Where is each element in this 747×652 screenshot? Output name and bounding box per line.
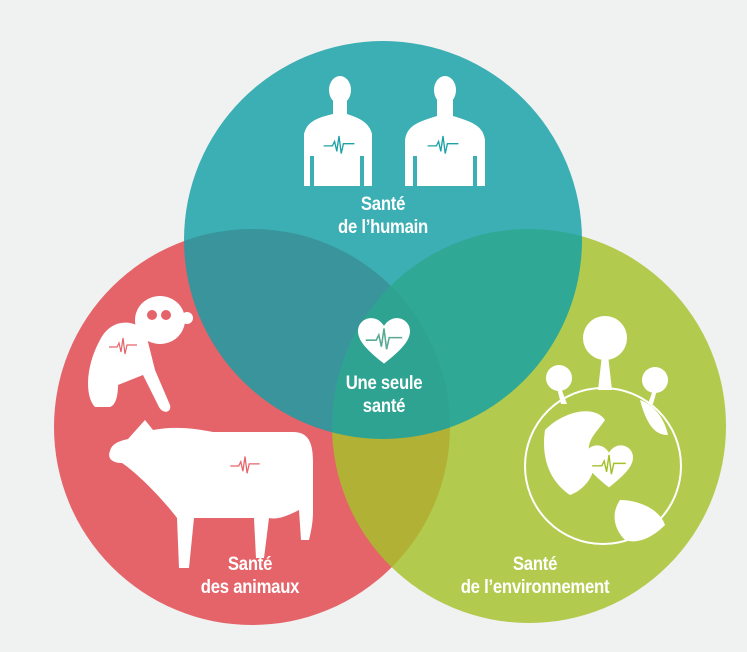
environment-health-label: Santé de l’environnement — [447, 553, 623, 599]
label-line: santé — [362, 396, 406, 417]
one-health-label: Une seule santé — [314, 372, 455, 418]
label-line: de l’environnement — [460, 577, 610, 598]
label-line: des animaux — [200, 577, 300, 598]
label-line: Santé — [360, 194, 406, 215]
label-line: Une seule — [345, 373, 423, 394]
label-line: Santé — [227, 554, 273, 575]
animal-health-label: Santé des animaux — [180, 553, 321, 599]
human-health-label: Santé de l’humain — [313, 193, 454, 239]
earth-with-trees-icon — [524, 316, 682, 545]
label-line: de l’humain — [337, 217, 429, 238]
label-line: Santé — [512, 554, 558, 575]
